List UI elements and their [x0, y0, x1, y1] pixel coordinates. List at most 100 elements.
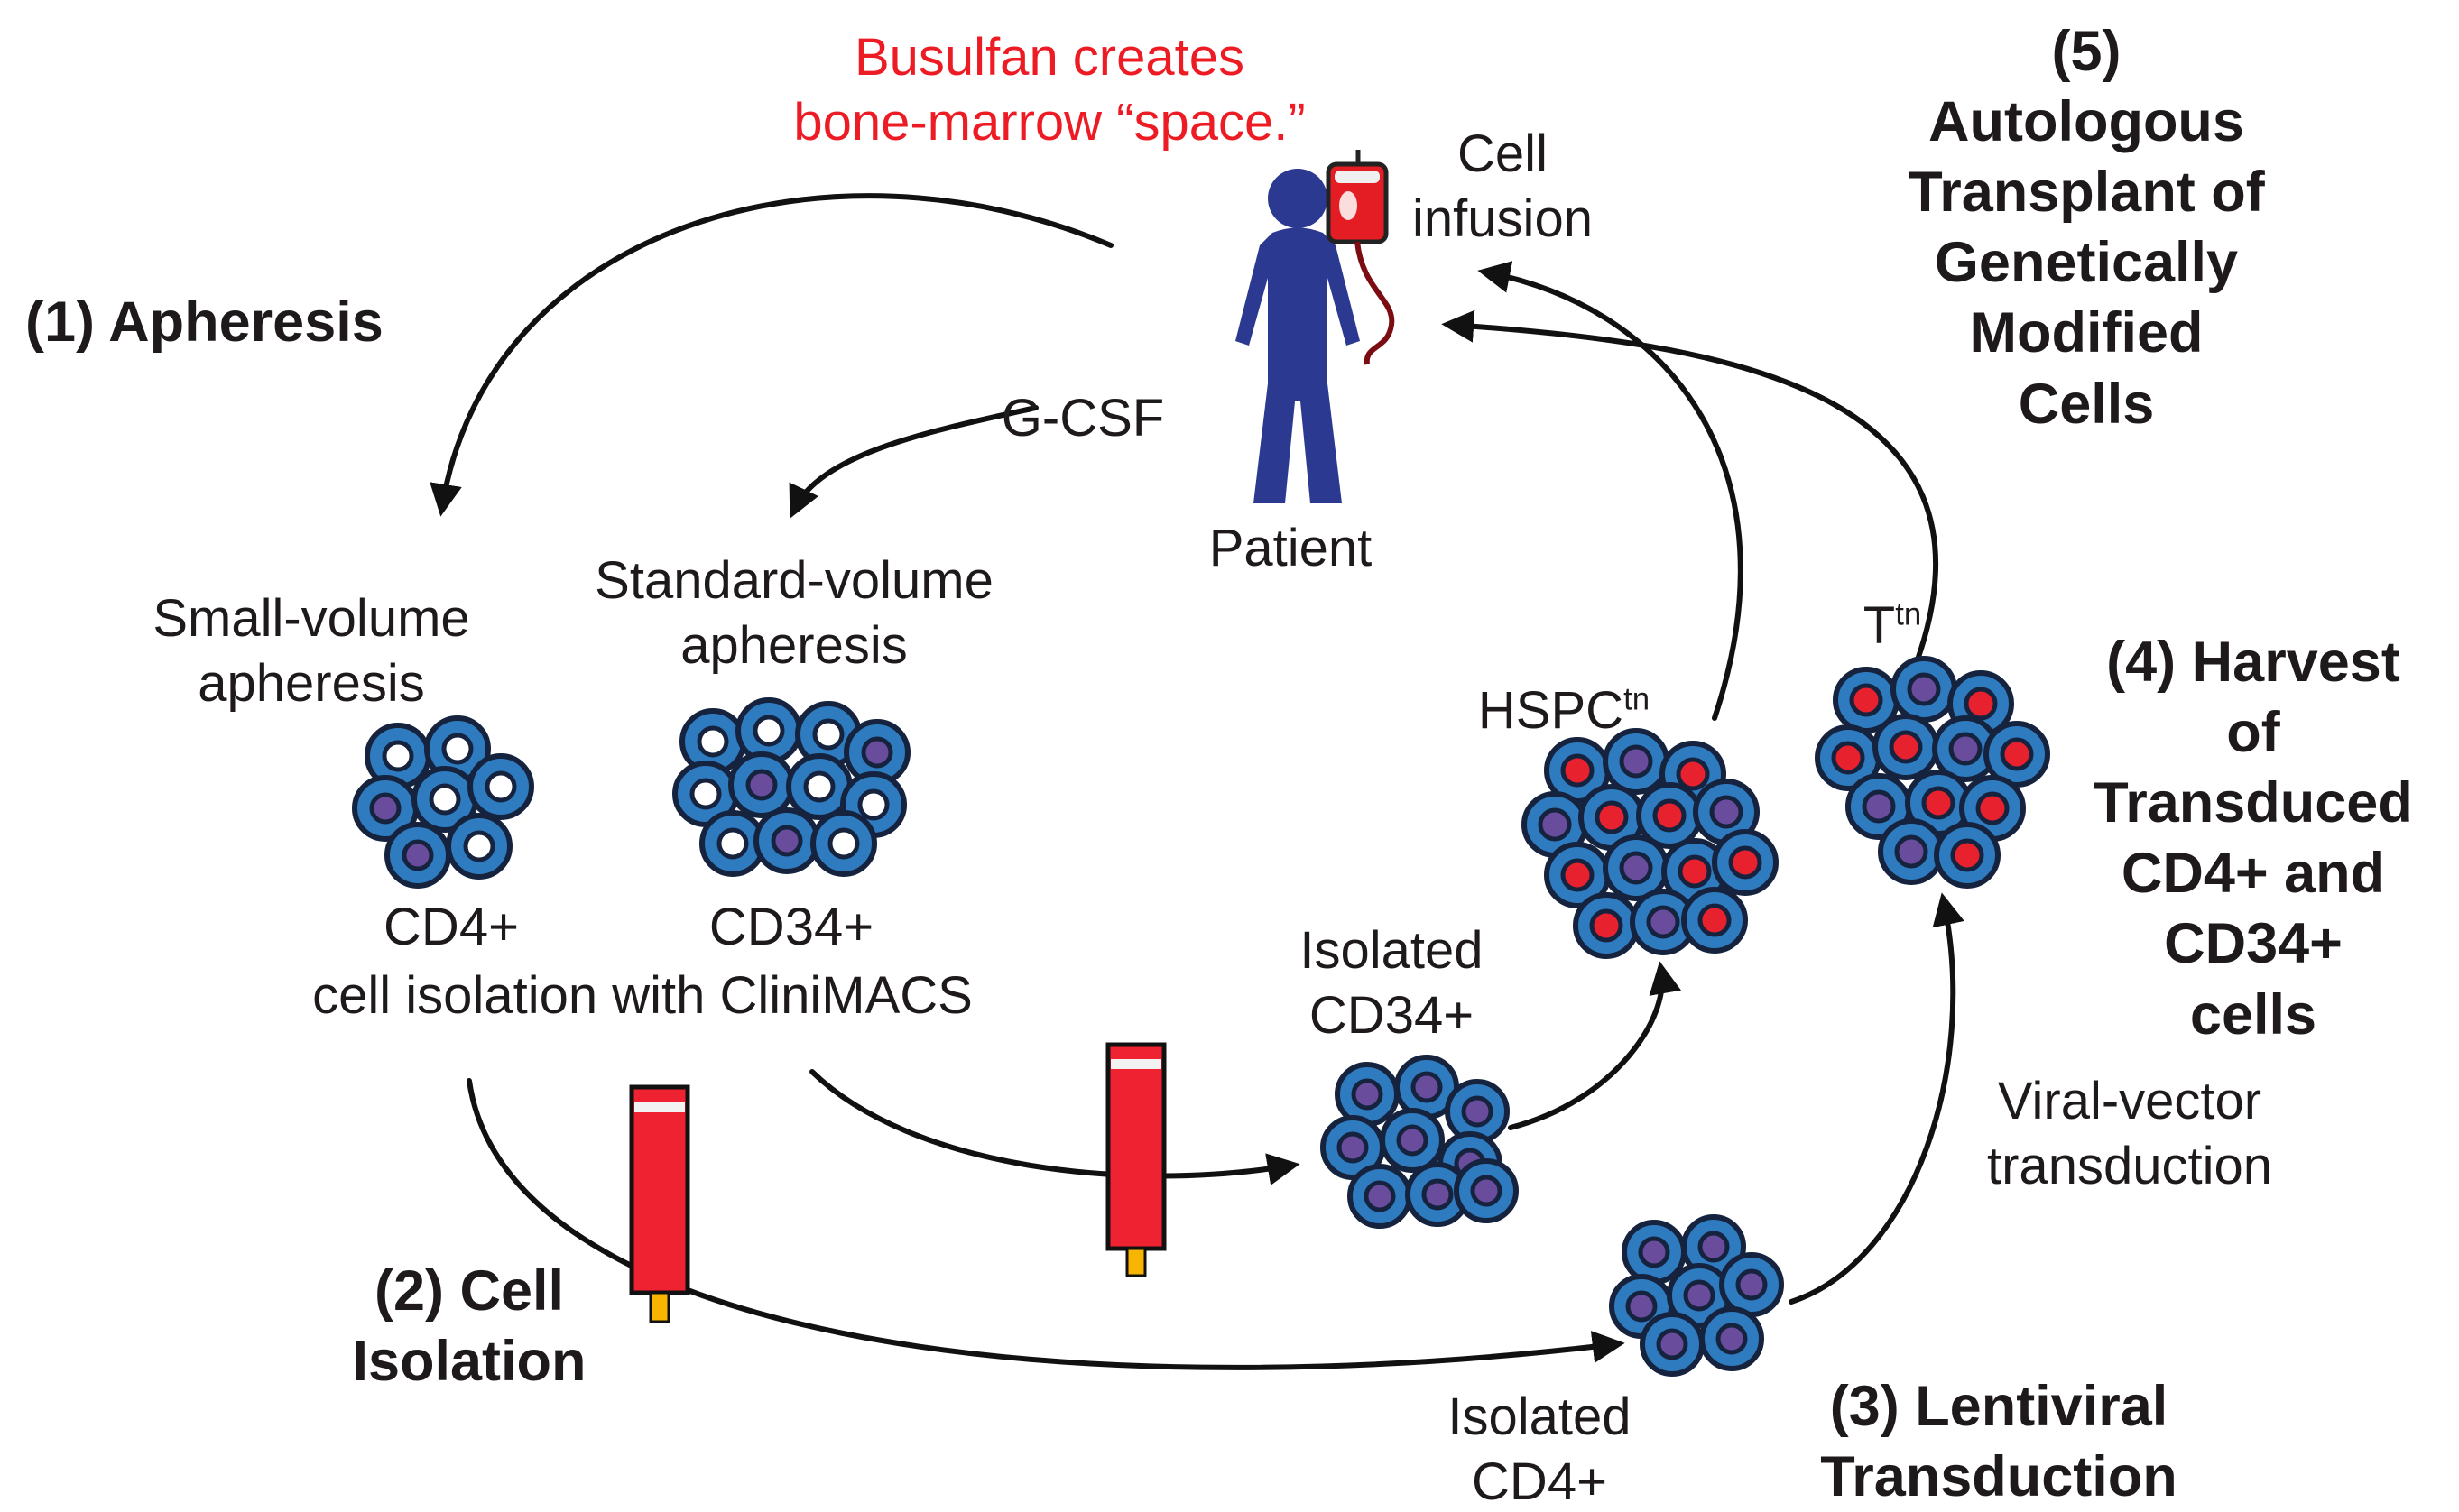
cell — [1656, 1328, 1688, 1360]
cell — [1336, 1131, 1369, 1164]
iv-bag-icon — [1326, 150, 1395, 365]
cell — [1950, 838, 1984, 872]
cell — [429, 783, 461, 816]
gcsf-arrow — [789, 405, 1039, 519]
cell — [1595, 800, 1629, 834]
cell — [1461, 1095, 1493, 1128]
cell — [1831, 741, 1865, 775]
cell — [1652, 798, 1687, 833]
patient-head — [1268, 169, 1327, 228]
cell — [1849, 683, 1883, 717]
cell — [1735, 1268, 1768, 1301]
cell — [1948, 732, 1983, 766]
cell — [861, 736, 893, 769]
hspc-tn-label: HSPCtn — [1478, 678, 1650, 743]
cell — [485, 770, 517, 803]
cd34-apheresis-cell-cluster — [672, 697, 911, 877]
cell — [1470, 1175, 1502, 1207]
standard-volume-apheresis-label: Standard-volume apheresis — [595, 551, 994, 675]
iv-bag-highlight — [1339, 191, 1357, 220]
cell — [1421, 1178, 1454, 1211]
cell — [1589, 908, 1623, 943]
cd34-isolation-arrow — [809, 1069, 1300, 1185]
cell — [1889, 730, 1923, 764]
cell-cluster-layer — [352, 656, 2050, 1377]
cell — [1894, 834, 1928, 869]
cell — [1697, 1231, 1730, 1263]
cell — [1619, 744, 1653, 779]
cell — [402, 839, 434, 871]
step2-label: (2) Cell Isolation — [352, 1259, 587, 1394]
cell — [771, 825, 803, 857]
small-volume-apheresis-label: Small-volume apheresis — [153, 589, 470, 713]
cell — [1697, 903, 1732, 937]
cell — [1410, 1071, 1443, 1103]
cd34-label: CD34+ — [708, 898, 874, 956]
cell — [2000, 737, 2034, 771]
cell — [441, 733, 474, 765]
cell — [753, 715, 785, 747]
cell — [1683, 1279, 1715, 1312]
cell — [827, 827, 860, 860]
column-tip — [649, 1291, 670, 1323]
cell — [1921, 786, 1955, 820]
viral-vector-transduction-arrow — [1789, 892, 1964, 1305]
cell — [1709, 795, 1743, 829]
cell — [745, 769, 778, 801]
step3-label: (3) Lentiviral Transduction — [1820, 1375, 2177, 1509]
clinimacs-isolation-label: cell isolation with CliniMACS — [312, 966, 973, 1025]
clinimacs-column-icon-left — [629, 1084, 690, 1323]
cell — [1676, 757, 1710, 791]
cell — [1715, 1323, 1748, 1355]
cell — [857, 788, 890, 821]
cd4-apheresis-cell-cluster — [352, 715, 534, 889]
patient-label: Patient — [1208, 519, 1373, 577]
gcsf-label: G-CSF — [1001, 389, 1165, 447]
isolated-cd4-label: Isolated CD4+ — [1447, 1388, 1632, 1511]
step1-label: (1) Apheresis — [25, 290, 384, 354]
cell — [1619, 851, 1653, 885]
cell-infusion-label: Cell infusion — [1412, 124, 1593, 248]
cell — [716, 827, 749, 860]
flow-arrows — [430, 193, 1964, 1370]
t-tn-cell-cluster — [1815, 656, 2050, 889]
cd4-label: CD4+ — [384, 898, 519, 956]
cell — [1396, 1124, 1428, 1157]
column-band — [634, 1102, 685, 1112]
cell — [1728, 845, 1762, 880]
isolated-cd4-cell-cluster — [1609, 1214, 1784, 1377]
cell — [1646, 905, 1680, 939]
hspc-superscript: tn — [1623, 681, 1650, 717]
iv-bag-label — [1335, 171, 1380, 183]
cd4-isolation-arrow — [467, 1078, 1625, 1370]
cell — [689, 778, 722, 810]
isolated-cd34-label: Isolated CD34+ — [1299, 921, 1484, 1045]
cell — [1560, 858, 1595, 892]
cell — [1862, 789, 1896, 824]
t-tn-label: Ttn — [1863, 594, 1921, 659]
step5-label: (5) Autologous Transplant of Genetically… — [1908, 20, 2265, 436]
column-body — [1105, 1042, 1167, 1251]
cell — [812, 718, 845, 751]
cell — [1638, 1236, 1670, 1268]
t-cell-infusion-arrow — [1441, 309, 1939, 665]
t-label-text: T — [1863, 596, 1896, 655]
patient-body — [1235, 227, 1360, 503]
cell — [369, 792, 402, 825]
cell — [1964, 687, 1998, 721]
isolated-cd34-cell-cluster — [1320, 1055, 1519, 1229]
column-body — [629, 1084, 690, 1295]
cell — [1975, 791, 2010, 825]
hspc-infusion-arrow — [1477, 261, 1743, 721]
cell — [1364, 1180, 1396, 1212]
busulfan-note: Busulfan creates bone-marrow “space.” — [793, 28, 1306, 152]
iv-tube — [1354, 241, 1395, 365]
step4-label: (4) Harvest of Transduced CD4+ and CD34+… — [2094, 631, 2413, 1046]
column-band — [1111, 1059, 1161, 1069]
viral-vector-transduction-label: Viral-vector transduction — [1987, 1072, 2272, 1195]
cd34-transduction-arrow — [1508, 961, 1682, 1130]
cell — [803, 770, 836, 803]
hspc-tn-cell-cluster — [1521, 728, 1779, 959]
cell — [1625, 1290, 1658, 1323]
clinimacs-column-icon-right — [1105, 1042, 1167, 1277]
